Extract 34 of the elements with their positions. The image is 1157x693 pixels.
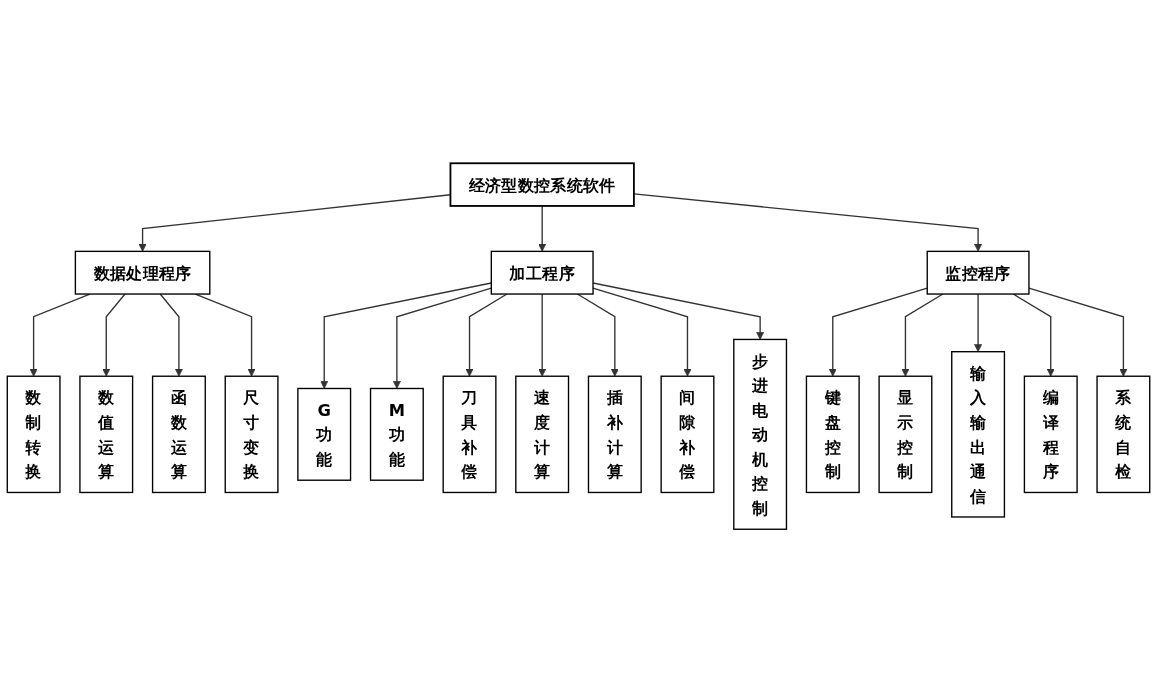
node-box: 步进电动机控制: [733, 339, 788, 531]
node-box: 插补计算: [587, 375, 642, 494]
node-box: 尺寸变换: [224, 375, 279, 494]
arrow: [576, 293, 619, 377]
node-box: 间隙补偿: [660, 375, 715, 494]
node-box: 数制转换: [6, 375, 61, 494]
arrow: [1012, 293, 1055, 377]
arrow: [465, 293, 508, 377]
node-box: 经济型数控系统软件: [449, 162, 635, 208]
node-box: 编译程序: [1023, 375, 1078, 494]
arrow: [901, 293, 944, 377]
node-box: 数据处理程序: [74, 250, 211, 295]
arrow: [538, 205, 547, 252]
node-box: 函数运算: [151, 375, 206, 494]
arrow: [538, 293, 547, 377]
arrow: [1028, 287, 1128, 377]
node-box: 加工程序: [490, 250, 594, 295]
node-box: 速度计算: [515, 375, 570, 494]
arrow: [633, 193, 983, 252]
node-box: 显示控制: [878, 375, 933, 494]
arrow: [102, 293, 126, 377]
node-box: G功能: [297, 388, 352, 482]
node-box: 数值运算: [79, 375, 134, 494]
arrow: [828, 287, 928, 377]
arrow: [974, 293, 983, 353]
node-box: 输入输出通信: [951, 351, 1006, 518]
node-box: 刀具补偿: [442, 375, 497, 494]
node-box: 键盘控制: [805, 375, 860, 494]
arrow: [392, 287, 492, 390]
node-box: 系统自检: [1096, 375, 1151, 494]
arrow: [159, 293, 183, 377]
node-box: 监控程序: [926, 250, 1030, 295]
node-box: M功能: [369, 388, 424, 482]
arrow: [320, 282, 492, 390]
